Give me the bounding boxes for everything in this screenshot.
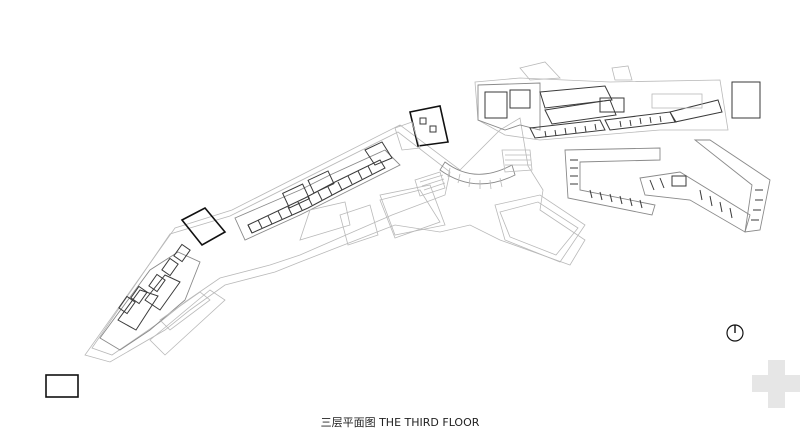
south-volumes bbox=[379, 189, 586, 263]
north-arrow-icon bbox=[726, 324, 744, 342]
east-wings bbox=[564, 139, 771, 233]
west-wing bbox=[99, 206, 227, 356]
central-wing bbox=[234, 141, 446, 246]
detached-pavilion bbox=[45, 374, 79, 398]
northeast-block bbox=[477, 61, 761, 139]
site-outline bbox=[84, 77, 729, 363]
cross-watermark-icon bbox=[752, 360, 800, 408]
drawing-caption: 三层平面图 THE THIRD FLOOR bbox=[320, 416, 480, 429]
central-tower bbox=[394, 105, 533, 197]
